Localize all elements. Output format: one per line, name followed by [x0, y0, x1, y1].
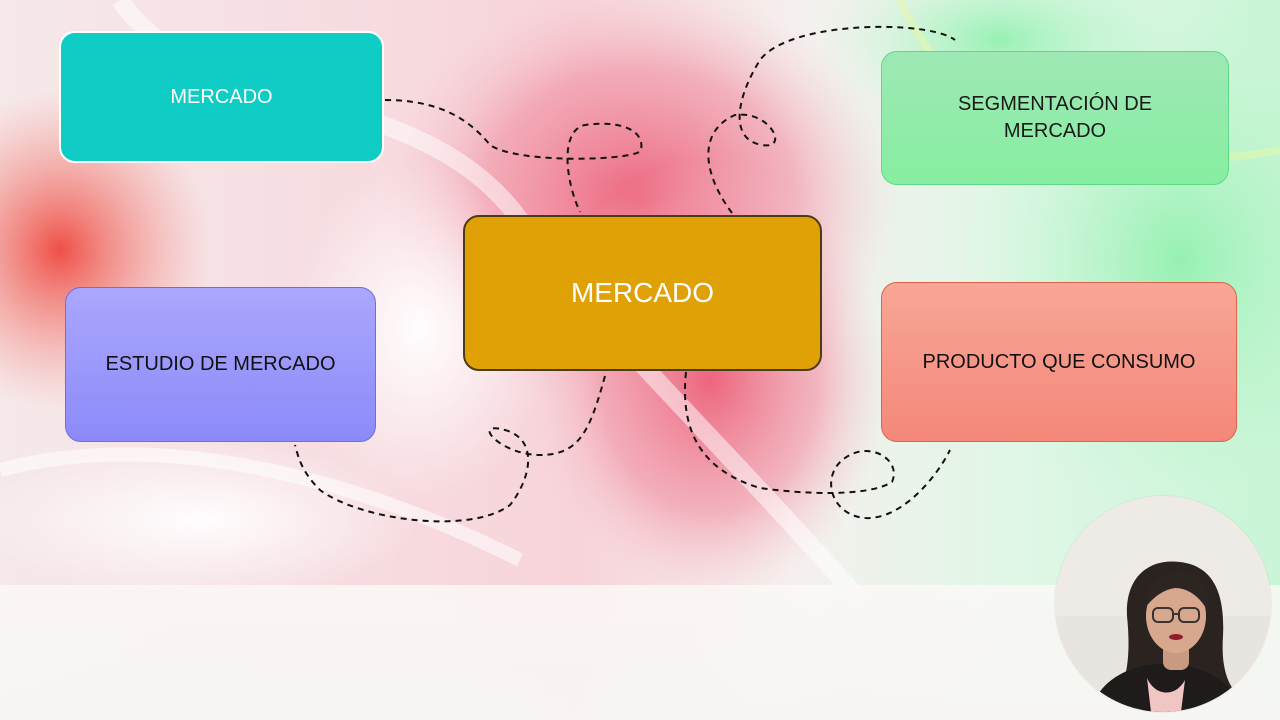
node-label: MERCADO	[170, 85, 273, 108]
presenter-webcam	[1055, 496, 1271, 712]
connector-right	[684, 371, 951, 520]
node-mercado-center: MERCADO	[463, 215, 822, 371]
center-node-label: MERCADO	[570, 277, 715, 309]
connector-top-left	[384, 99, 643, 213]
node-mercado-top-left: MERCADO	[59, 31, 384, 163]
node-label: SEGMENTACIÓN DE MERCADO	[957, 93, 1153, 142]
node-label: PRODUCTO QUE CONSUMO	[922, 350, 1196, 373]
node-label: ESTUDIO DE MERCADO	[105, 353, 336, 375]
node-segmentacion-de-mercado: SEGMENTACIÓN DE MERCADO	[881, 51, 1229, 185]
node-producto-que-consumo: PRODUCTO QUE CONSUMO	[881, 282, 1237, 442]
presenter-icon	[1055, 496, 1271, 712]
node-estudio-de-mercado: ESTUDIO DE MERCADO	[65, 287, 376, 442]
connector-top-right	[707, 25, 956, 214]
connector-left	[294, 375, 606, 523]
